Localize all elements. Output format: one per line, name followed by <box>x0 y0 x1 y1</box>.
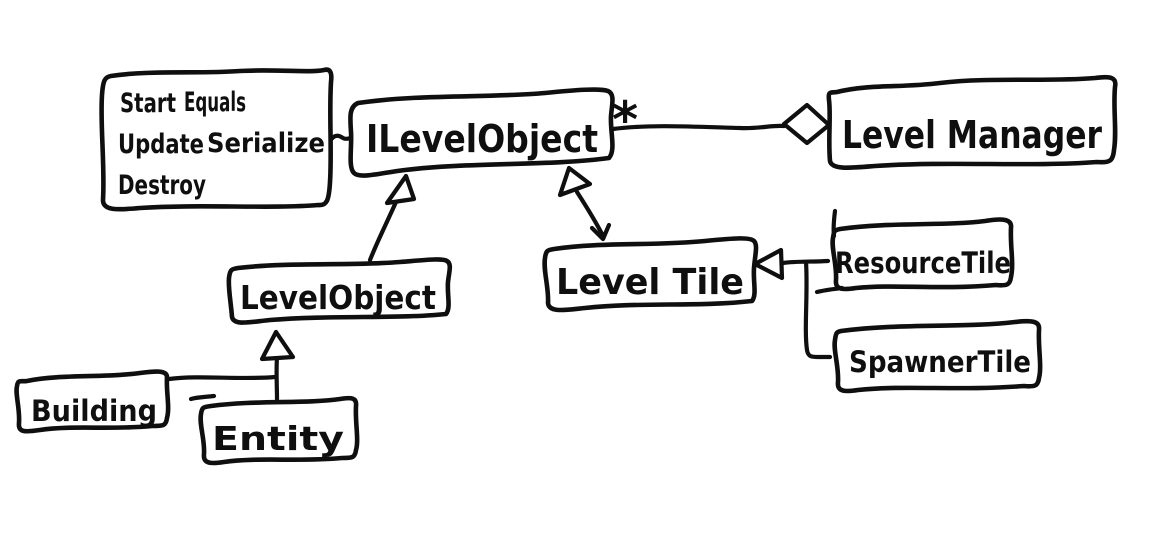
edge-leveltile-inheritance <box>574 189 606 239</box>
node-levelobject <box>226 257 453 325</box>
leveltile-label: Level Tile <box>556 262 744 303</box>
note-method-serialize: Serialize <box>207 128 325 159</box>
small-arrowhead-leveltile-top <box>589 222 612 242</box>
note-method-destroy: Destroy <box>118 170 206 201</box>
node-levelmanager <box>826 74 1118 170</box>
markers-layer <box>259 102 832 362</box>
entity-box <box>198 395 360 466</box>
edge-aggregation-line <box>610 123 787 132</box>
edge-building-horizontal <box>166 374 278 382</box>
edge-note-attachment <box>327 133 355 144</box>
entity-stray-stroke-top <box>188 393 217 402</box>
node-entity <box>188 393 360 466</box>
edge-levelobject-inheritance <box>367 199 399 263</box>
node-interface-note <box>99 67 334 212</box>
levelmanager-box <box>826 74 1118 170</box>
leveltile-box <box>542 236 759 313</box>
aggregation-diamond <box>781 102 832 146</box>
labels-layer: Start Equals Update Serialize Destroy IL… <box>31 87 1102 458</box>
spawnertile-box <box>832 318 1043 394</box>
node-building <box>14 369 171 434</box>
levelmanager-label: Level Manager <box>842 113 1102 157</box>
building-box <box>14 369 171 434</box>
node-leveltile <box>542 236 759 313</box>
inheritance-arrowhead-entity-building <box>259 329 296 362</box>
edge-spawnertile-branch <box>803 259 833 360</box>
resourcetile-label: ResourceTile <box>835 246 1011 280</box>
node-resourcetile <box>814 208 1015 295</box>
edges-layer <box>166 123 833 402</box>
spawnertile-label: SpawnerTile <box>849 345 1031 379</box>
inheritance-arrowhead-leveltile <box>557 165 593 198</box>
resourcetile-stray-stroke-bottom <box>814 285 845 295</box>
interface-note-box <box>99 67 334 212</box>
nodes-layer <box>14 67 1118 466</box>
note-method-update: Update <box>118 129 204 160</box>
resourcetile-box <box>830 217 1015 292</box>
note-method-start: Start <box>120 88 176 119</box>
building-label: Building <box>31 394 157 428</box>
note-method-equals: Equals <box>184 87 246 118</box>
ilevelobject-box <box>348 87 615 178</box>
levelobject-label: LevelObject <box>240 278 436 317</box>
entity-label: Entity <box>212 419 344 458</box>
ilevelobject-label: ILevelObject <box>366 117 598 161</box>
aggregation-multiplicity-star: * <box>612 91 638 149</box>
levelobject-box <box>226 257 453 325</box>
inheritance-arrowhead-levelobject <box>384 173 417 206</box>
inheritance-arrowhead-tiles <box>752 247 785 281</box>
node-spawnertile <box>832 318 1043 394</box>
resourcetile-stray-stroke-top <box>831 208 838 239</box>
node-ilevelobject <box>348 87 615 178</box>
